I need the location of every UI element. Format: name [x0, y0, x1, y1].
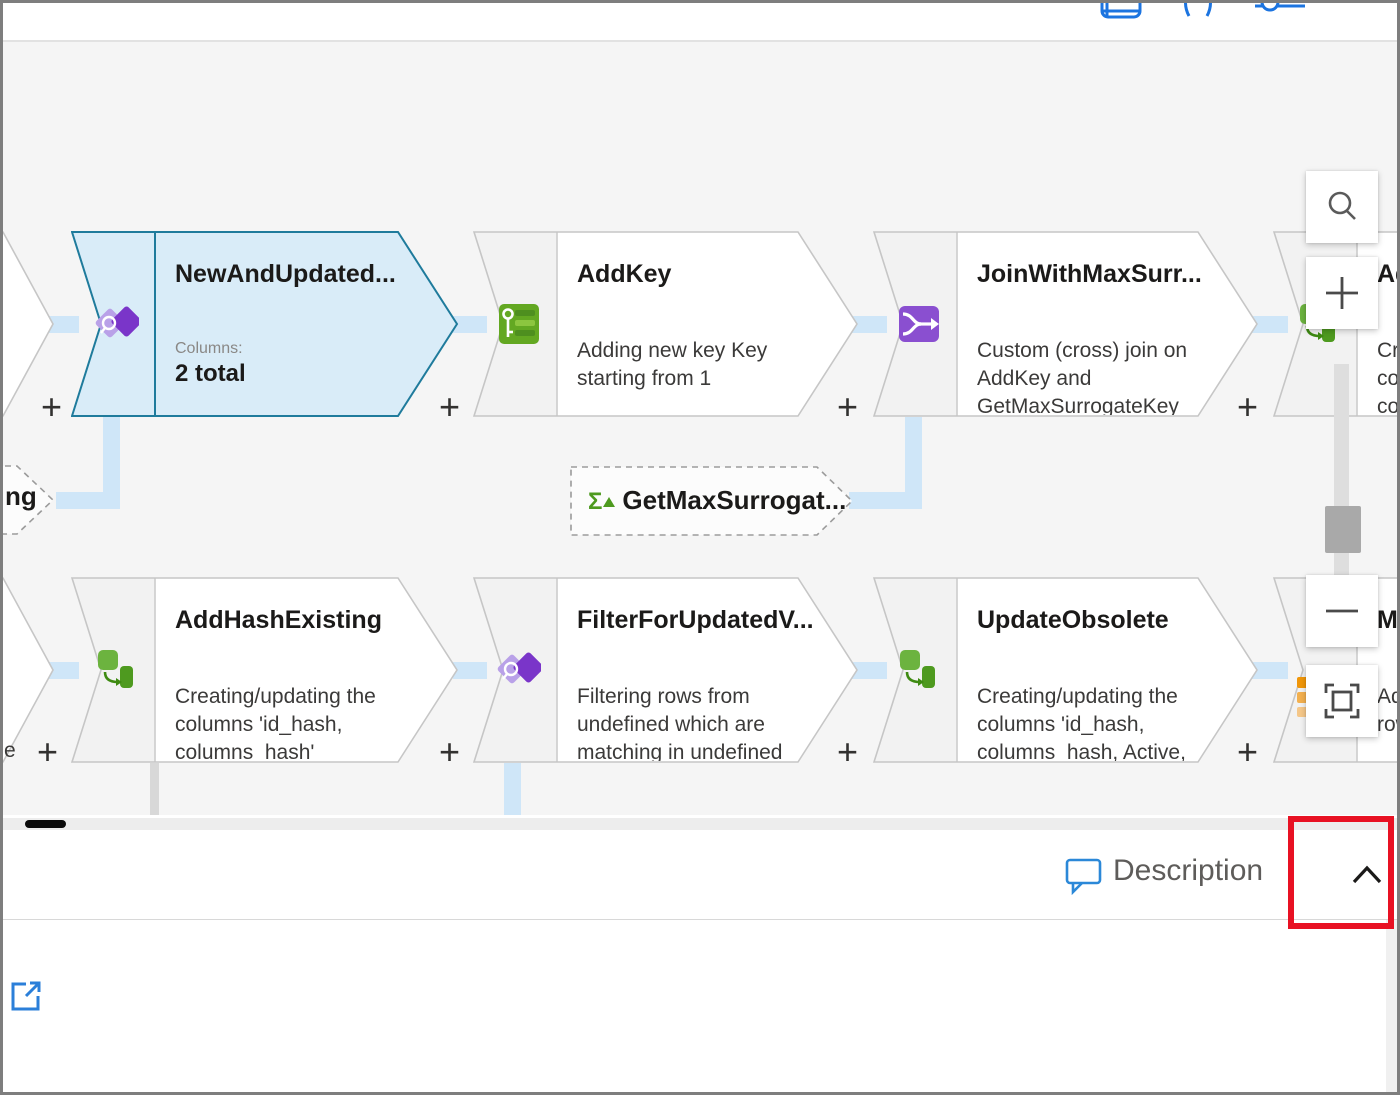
search-icon	[1328, 191, 1356, 220]
vertical-scrollbar[interactable]	[1386, 920, 1397, 1092]
aggregate-triangle-icon	[603, 497, 616, 507]
connector	[56, 492, 120, 509]
add-transformation-button[interactable]: +	[837, 731, 859, 772]
zoom-out-button[interactable]	[1306, 575, 1378, 647]
node-description: Ad row	[1377, 685, 1397, 736]
node-description: e	[4, 739, 16, 762]
comment-icon	[1065, 858, 1102, 895]
derived-column-icon	[98, 650, 133, 688]
node-add-key[interactable]: AddKey Adding new key Key starting from …	[473, 231, 859, 417]
properties-panel	[3, 920, 1397, 1092]
add-transformation-button[interactable]: +	[439, 386, 461, 427]
settings-slider-icon[interactable]	[1255, 0, 1305, 19]
join-icon	[899, 306, 939, 342]
zoom-slider-thumb[interactable]	[1325, 506, 1361, 553]
connector	[150, 763, 159, 815]
exists-filter-icon	[497, 652, 541, 684]
data-flow-canvas[interactable]: NewAndUpdated... Columns: 2 total	[3, 42, 1397, 815]
minus-icon	[1326, 609, 1358, 613]
description-label: Description	[1113, 854, 1264, 887]
node-title: Ad	[1377, 260, 1397, 288]
node-description: Creating/updating the columns 'id_hash, …	[977, 685, 1186, 761]
top-toolbar	[3, 3, 1397, 42]
node-title: UpdateObsolete	[977, 606, 1169, 634]
derived-column-icon	[900, 650, 935, 688]
add-transformation-button[interactable]: +	[41, 386, 63, 427]
chevron-up-icon	[1352, 865, 1382, 884]
node-new-and-updated[interactable]: NewAndUpdated... Columns: 2 total	[71, 231, 459, 417]
aggregate-sigma-icon: Σ	[588, 488, 603, 515]
node-join-with-max-surrogate[interactable]: JoinWithMaxSurr... Custom (cross) join o…	[873, 231, 1259, 417]
add-transformation-button[interactable]: +	[37, 731, 59, 772]
exists-filter-icon	[95, 306, 139, 338]
node-description: Filtering rows from undefined which are …	[577, 685, 783, 761]
columns-label: Columns:	[175, 340, 243, 357]
node-title: FilterForUpdatedV...	[577, 606, 814, 634]
columns-value: 2 total	[175, 360, 246, 387]
partial-node-bottom-left[interactable]: e	[3, 577, 59, 763]
connector	[504, 763, 521, 815]
code-braces-icon[interactable]	[1179, 0, 1217, 19]
node-title: Ma	[1377, 606, 1397, 634]
horizontal-scrollbar-thumb[interactable]	[25, 820, 66, 828]
collapse-panel-button[interactable]	[1341, 848, 1393, 900]
node-description: Cre col col M	[1377, 339, 1397, 415]
reference-node-title: GetMaxSurrogat...	[622, 485, 847, 515]
connector	[848, 316, 887, 333]
horizontal-scrollbar[interactable]	[3, 818, 1397, 830]
node-title: NewAndUpdated...	[175, 260, 396, 288]
add-transformation-button[interactable]: +	[1237, 731, 1259, 772]
plus-icon	[1326, 277, 1358, 309]
reference-node-title: ng	[5, 481, 37, 511]
partial-node-top-left[interactable]	[3, 231, 59, 417]
connector	[453, 316, 487, 333]
fit-to-screen-icon	[1324, 683, 1360, 719]
node-description: Adding new key Key starting from 1	[577, 339, 768, 390]
node-update-obsolete[interactable]: UpdateObsolete Creating/updating the col…	[873, 577, 1259, 763]
node-title: AddHashExisting	[175, 606, 382, 634]
connector	[453, 662, 487, 679]
node-title: JoinWithMaxSurr...	[977, 260, 1202, 288]
surrogate-key-icon	[499, 304, 539, 344]
connector	[849, 492, 922, 509]
node-get-max-surrogate[interactable]: Σ GetMaxSurrogat...	[570, 466, 854, 536]
zoom-slider-track[interactable]	[1334, 364, 1349, 618]
node-add-hash-existing[interactable]: AddHashExisting Creating/updating the co…	[71, 577, 459, 763]
search-button[interactable]	[1306, 171, 1378, 243]
partial-reference-node-left[interactable]: ng	[3, 465, 59, 535]
connector	[1248, 662, 1288, 679]
node-title: AddKey	[577, 260, 672, 288]
connector	[103, 417, 120, 509]
connector	[905, 417, 922, 509]
zoom-in-button[interactable]	[1306, 257, 1378, 329]
notebook-icon[interactable]	[1099, 0, 1145, 21]
fit-to-screen-button[interactable]	[1306, 665, 1378, 737]
node-description: Custom (cross) join on AddKey and GetMax…	[977, 339, 1188, 415]
add-transformation-button[interactable]: +	[837, 386, 859, 427]
open-in-new-window-icon[interactable]	[8, 978, 44, 1014]
add-transformation-button[interactable]: +	[1237, 386, 1259, 427]
node-filter-for-updated[interactable]: FilterForUpdatedV... Filtering rows from…	[473, 577, 859, 763]
add-transformation-button[interactable]: +	[439, 731, 461, 772]
node-description: Creating/updating the columns 'id_hash, …	[175, 685, 376, 761]
description-bar: Description	[3, 830, 1397, 920]
connector	[848, 662, 887, 679]
connector	[1248, 316, 1288, 333]
